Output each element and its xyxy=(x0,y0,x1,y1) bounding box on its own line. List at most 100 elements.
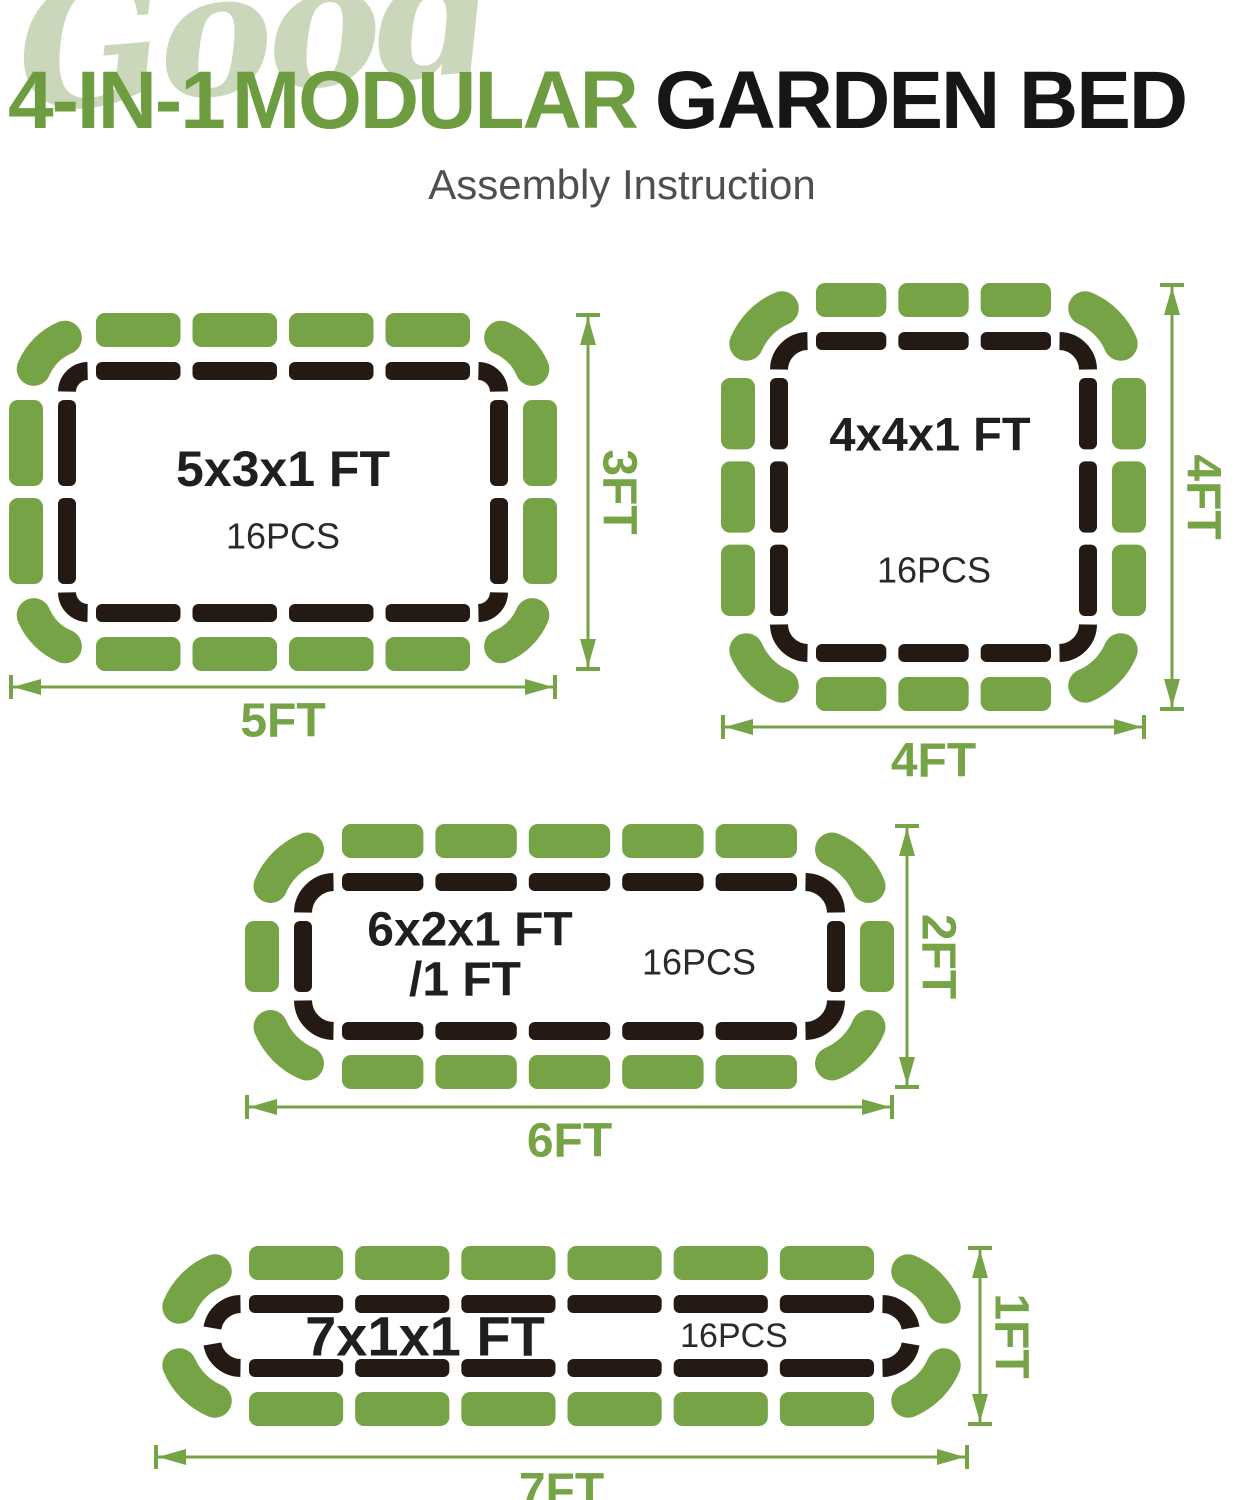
garden-panel xyxy=(816,677,887,711)
height-dimension-label: 3FT xyxy=(593,449,646,534)
border-segment xyxy=(96,604,181,622)
border-segment xyxy=(567,1295,662,1313)
height-dimension-label: 1FT xyxy=(985,1293,1038,1378)
border-segment xyxy=(342,1022,424,1040)
pcs-label: 16PCS xyxy=(877,550,991,591)
height-dimension: 2FT xyxy=(895,824,965,1089)
garden-panel xyxy=(673,1392,768,1426)
garden-panel xyxy=(461,1246,556,1280)
size-label: 7x1x1 FT xyxy=(305,1305,545,1368)
border-segment xyxy=(770,544,788,616)
dimension-arrowhead xyxy=(972,1394,988,1422)
dimension-arrowhead xyxy=(899,1057,915,1085)
width-dimension-label: 7FT xyxy=(519,1465,604,1500)
garden-panel xyxy=(898,677,969,711)
garden-panel xyxy=(721,544,755,616)
garden-panel xyxy=(980,677,1051,711)
garden-panel xyxy=(523,400,557,486)
garden-panel xyxy=(898,283,969,317)
size-label-line2: /1 FT xyxy=(409,954,521,1007)
corner-panel xyxy=(253,832,324,903)
garden-panel xyxy=(860,921,894,992)
size-label: 5x3x1 FT xyxy=(176,441,390,497)
border-segment xyxy=(355,1295,450,1313)
border-segment xyxy=(192,362,277,380)
garden-panel xyxy=(1112,378,1146,450)
border-corner xyxy=(477,362,508,393)
dimension-arrowhead xyxy=(580,317,596,345)
garden-panel xyxy=(342,824,424,858)
garden-panel xyxy=(715,1055,797,1089)
width-dimension: 5FT xyxy=(9,675,557,748)
dimension-arrowhead xyxy=(972,1250,988,1278)
corner-panel xyxy=(891,1254,961,1324)
border-segment xyxy=(816,644,887,662)
corner-panel xyxy=(484,598,550,664)
garden-panel xyxy=(528,1055,611,1089)
height-dimension-label: 4FT xyxy=(1177,454,1230,539)
subtitle: Assembly Instruction xyxy=(428,161,816,208)
corner-panel xyxy=(891,1348,961,1418)
border-segment xyxy=(490,498,508,584)
border-segment xyxy=(289,362,374,380)
border-corner xyxy=(1058,332,1097,371)
border-corner xyxy=(1058,623,1097,662)
border-segment xyxy=(528,873,611,891)
dimension-arrowhead xyxy=(899,828,915,856)
border-segment xyxy=(435,1022,517,1040)
garden-panel xyxy=(779,1392,874,1426)
border-segment xyxy=(490,400,508,486)
border-segment xyxy=(192,604,277,622)
garden-panel xyxy=(779,1246,874,1280)
border-segment xyxy=(528,1022,611,1040)
width-dimension: 6FT xyxy=(245,1095,894,1168)
border-segment xyxy=(898,644,969,662)
border-segment xyxy=(816,332,887,350)
garden-panel xyxy=(461,1392,556,1426)
border-corner xyxy=(203,1295,242,1331)
garden-panel xyxy=(528,824,611,858)
border-segment xyxy=(342,873,424,891)
border-corner xyxy=(203,1341,242,1377)
border-segment xyxy=(715,1022,797,1040)
garden-panel xyxy=(245,921,279,992)
border-segment xyxy=(461,1295,556,1313)
size-label: 4x4x1 FT xyxy=(829,408,1030,461)
garden-panel xyxy=(435,1055,517,1089)
garden-panel xyxy=(721,378,755,450)
border-segment xyxy=(898,332,969,350)
dimension-arrowhead xyxy=(1164,679,1180,707)
border-segment xyxy=(385,604,470,622)
garden-panel xyxy=(9,498,43,584)
corner-panel xyxy=(815,1010,886,1081)
border-corner xyxy=(881,1341,920,1377)
border-corner xyxy=(477,591,508,622)
garden-panel xyxy=(523,498,557,584)
border-segment xyxy=(385,362,470,380)
garden-panel xyxy=(622,1055,704,1089)
garden-panel xyxy=(96,637,181,671)
garden-panel xyxy=(715,824,797,858)
corner-panel xyxy=(162,1348,232,1418)
garden-panel xyxy=(622,824,704,858)
border-segment xyxy=(622,873,704,891)
garden-panel xyxy=(1112,544,1146,616)
border-corner xyxy=(58,362,89,393)
garden-panel xyxy=(342,1055,424,1089)
dimension-arrowhead xyxy=(862,1099,890,1115)
size-label: 6x2x1 FT xyxy=(367,904,572,957)
dimension-arrowhead xyxy=(937,1449,965,1465)
border-segment xyxy=(980,332,1051,350)
border-segment xyxy=(249,1359,344,1377)
dimension-arrowhead xyxy=(158,1449,186,1465)
border-corner xyxy=(294,999,335,1040)
dimension-arrowhead xyxy=(249,1099,277,1115)
border-segment xyxy=(289,604,374,622)
garden-panel xyxy=(721,461,755,533)
border-segment xyxy=(96,362,181,380)
border-segment xyxy=(58,498,76,584)
